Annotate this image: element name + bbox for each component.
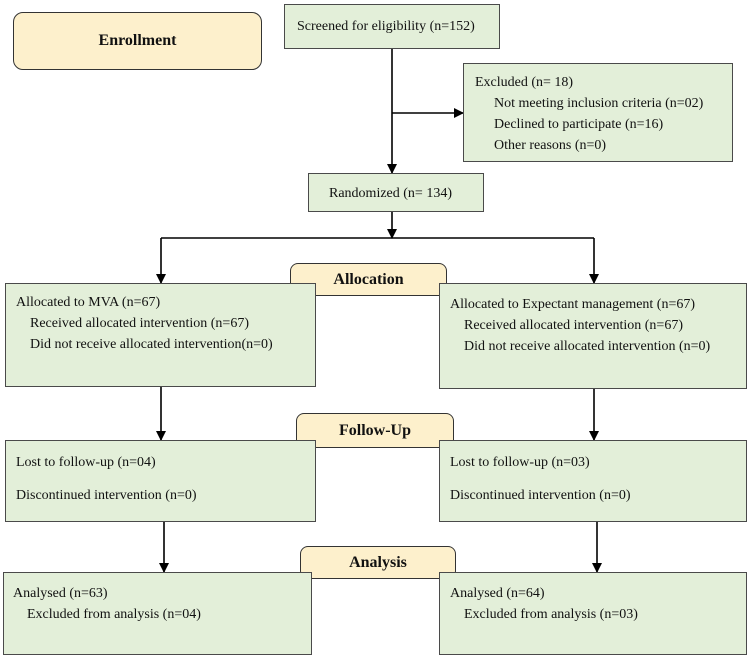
stage-followup-label: Follow-Up bbox=[339, 421, 411, 439]
left-allocation-box: Allocated to MVA (n=67) Received allocat… bbox=[5, 283, 316, 387]
excluded-title: Excluded (n= 18) bbox=[475, 75, 574, 90]
left-analysis-excluded: Excluded from analysis (n=04) bbox=[27, 607, 201, 622]
right-followup-lost: Lost to follow-up (n=03) bbox=[450, 455, 590, 470]
right-allocation-item: Did not receive allocated intervention (… bbox=[464, 339, 711, 354]
right-analysis-box: Analysed (n=64) Excluded from analysis (… bbox=[439, 572, 747, 655]
right-allocation-title: Allocated to Expectant management (n=67) bbox=[450, 297, 696, 312]
left-followup-box: Lost to follow-up (n=04) Discontinued in… bbox=[5, 440, 316, 522]
randomized-box: Randomized (n= 134) bbox=[308, 173, 484, 212]
right-allocation-item: Received allocated intervention (n=67) bbox=[464, 318, 683, 333]
right-allocation-box: Allocated to Expectant management (n=67)… bbox=[439, 283, 747, 389]
right-followup-discontinued: Discontinued intervention (n=0) bbox=[450, 488, 631, 503]
stage-followup: Follow-Up bbox=[296, 413, 454, 448]
stage-allocation: Allocation bbox=[290, 263, 447, 296]
excluded-box: Excluded (n= 18) Not meeting inclusion c… bbox=[463, 63, 733, 162]
right-followup-box: Lost to follow-up (n=03) Discontinued in… bbox=[439, 440, 747, 522]
excluded-item: Declined to participate (n=16) bbox=[494, 117, 664, 132]
left-allocation-title: Allocated to MVA (n=67) bbox=[16, 295, 161, 310]
right-analysis-excluded: Excluded from analysis (n=03) bbox=[464, 607, 638, 622]
left-analysis-analysed: Analysed (n=63) bbox=[13, 586, 108, 601]
right-analysis-analysed: Analysed (n=64) bbox=[450, 586, 545, 601]
screened-text: Screened for eligibility (n=152) bbox=[297, 19, 475, 34]
stage-analysis-label: Analysis bbox=[349, 553, 407, 571]
left-followup-lost: Lost to follow-up (n=04) bbox=[16, 455, 156, 470]
excluded-item: Other reasons (n=0) bbox=[494, 138, 607, 153]
stage-allocation-label: Allocation bbox=[333, 270, 404, 288]
left-allocation-item: Received allocated intervention (n=67) bbox=[30, 316, 249, 331]
stage-analysis: Analysis bbox=[300, 546, 456, 579]
stage-enrollment-label: Enrollment bbox=[98, 32, 177, 49]
left-followup-discontinued: Discontinued intervention (n=0) bbox=[16, 488, 197, 503]
excluded-item: Not meeting inclusion criteria (n=02) bbox=[494, 96, 704, 111]
screened-box: Screened for eligibility (n=152) bbox=[284, 4, 500, 49]
stage-enrollment: Enrollment bbox=[13, 12, 262, 70]
left-analysis-box: Analysed (n=63) Excluded from analysis (… bbox=[3, 572, 312, 655]
randomized-text: Randomized (n= 134) bbox=[329, 186, 452, 201]
left-allocation-item: Did not receive allocated intervention(n… bbox=[30, 337, 273, 352]
